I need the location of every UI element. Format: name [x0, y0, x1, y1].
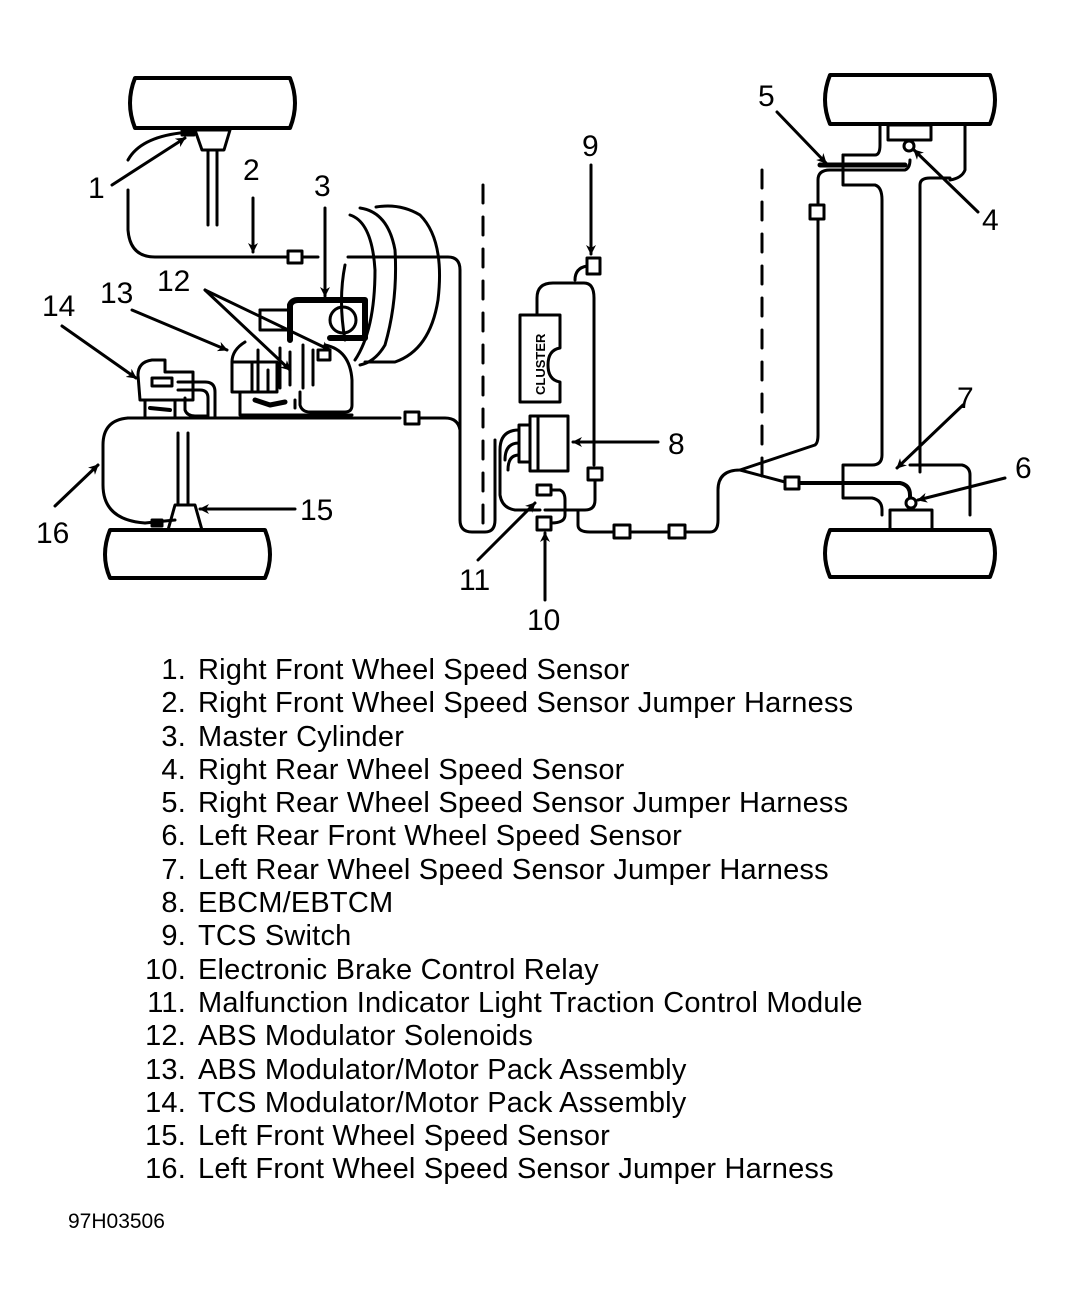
callout-7: 7: [957, 382, 974, 415]
arrow-13: [130, 308, 229, 352]
master-cylinder: [258, 297, 368, 343]
legend-number: 3.: [161, 720, 186, 753]
legend-label: ABS Modulator/Motor Pack Assembly: [198, 1053, 687, 1086]
legend-number: 13.: [145, 1053, 186, 1086]
arrow-6: [916, 476, 1007, 503]
arrow-12a: [203, 288, 292, 372]
left-rear-wheel: [823, 496, 997, 579]
legend-label: Master Cylinder: [198, 720, 405, 753]
legend-label: Left Rear Front Wheel Speed Sensor: [198, 820, 682, 853]
legend-item: 7. Left Rear Wheel Speed Sensor Jumper Ha…: [128, 854, 863, 887]
legend-label: Right Rear Wheel Speed Sensor Jumper Har…: [198, 787, 849, 820]
legend-item: 11. Malfunction Indicator Light Traction …: [128, 987, 863, 1020]
legend-label: Right Front Wheel Speed Sensor: [198, 654, 630, 686]
legend-label: TCS Modulator/Motor Pack Assembly: [198, 1086, 687, 1119]
legend-label: EBCM/EBTCM: [198, 887, 394, 920]
legend-item: 15. Left Front Wheel Speed Sensor: [128, 1120, 863, 1153]
legend-item: 12. ABS Modulator Solenoids: [128, 1020, 863, 1053]
callout-10: 10: [527, 604, 560, 637]
callout-11: 11: [459, 564, 490, 597]
legend-label: ABS Modulator Solenoids: [198, 1020, 534, 1053]
left-front-wheel: [103, 431, 272, 580]
tcs-switch: [573, 256, 602, 282]
instrument-cluster: [518, 313, 562, 404]
legend-item: 6. Left Rear Front Wheel Speed Sensor: [128, 820, 863, 853]
right-front-harness-wire: [126, 131, 497, 534]
arrow-12b: [203, 288, 332, 352]
rear-axle-frame: [817, 123, 972, 517]
callout-6: 6: [1015, 452, 1032, 485]
legend-label: Right Front Wheel Speed Sensor Jumper Ha…: [198, 687, 854, 720]
arrow-1: [110, 136, 187, 187]
legend-item: 16. Left Front Wheel Speed Sensor Jumper …: [128, 1153, 863, 1186]
legend-item: 4. Right Rear Wheel Speed Sensor: [128, 754, 863, 787]
callout-13: 13: [100, 277, 133, 310]
cluster-harness-wire: [535, 281, 604, 512]
callout-3: 3: [314, 170, 331, 203]
callout-5: 5: [758, 80, 775, 113]
legend-label: Electronic Brake Control Relay: [198, 953, 599, 986]
legend-label: Left Front Wheel Speed Sensor Jumper Har…: [198, 1153, 834, 1186]
legend-item: 9. TCS Switch: [128, 920, 863, 953]
legend-label: TCS Switch: [198, 920, 352, 953]
right-front-wheel: [128, 76, 297, 227]
legend-number: 14.: [145, 1086, 186, 1119]
legend-label: Left Rear Wheel Speed Sensor Jumper Harn…: [198, 853, 829, 886]
brake-booster: [340, 204, 442, 367]
legend-item: 10. Electronic Brake Control Relay: [128, 954, 863, 987]
tcs-modulator: [136, 358, 217, 420]
callout-15: 15: [300, 494, 333, 527]
right-rear-wheel: [823, 73, 997, 153]
arrow-11: [476, 501, 537, 562]
legend-number: 6.: [161, 820, 186, 853]
legend-number: 2.: [161, 687, 186, 720]
legend-item: 8. EBCM/EBTCM: [128, 887, 863, 920]
callout-16: 16: [36, 517, 69, 550]
legend-number: 12.: [145, 1020, 186, 1053]
arrow-7: [895, 403, 965, 470]
callout-8: 8: [668, 428, 685, 461]
legend-number: 7.: [161, 853, 186, 886]
figure-id: 97H03506: [68, 1210, 165, 1233]
legend-number: 8.: [161, 887, 186, 920]
legend-number: 15.: [145, 1120, 186, 1153]
legend-item: 3. Master Cylinder: [128, 721, 863, 754]
cluster-label: CLUSTER: [533, 333, 548, 395]
legend-number: 11.: [147, 986, 186, 1019]
legend-number: 16.: [145, 1153, 186, 1186]
legend-item: 2. Right Front Wheel Speed Sensor Jumper …: [128, 687, 863, 720]
legend-label: Malfunction Indicator Light Traction Con…: [198, 986, 863, 1019]
legend-number: 9.: [161, 920, 186, 953]
callout-4: 4: [982, 204, 999, 237]
ebcm-ebtcm: [498, 414, 570, 512]
legend-label: Left Front Wheel Speed Sensor: [198, 1120, 611, 1153]
callout-14: 14: [42, 290, 75, 323]
legend-number: 1.: [161, 654, 186, 686]
callout-9: 9: [582, 130, 599, 163]
legend-number: 10.: [145, 953, 186, 986]
legend-label: Right Rear Wheel Speed Sensor: [198, 753, 625, 786]
callout-arrows: [53, 110, 1007, 602]
legend-number: 4.: [161, 753, 186, 786]
abs-tcs-component-diagram: CLUSTER 1 2 3 4 5 6 7 8 9 10 11 12 13 14…: [36, 73, 1032, 637]
arrow-14: [60, 324, 138, 380]
left-front-harness-wire: [101, 410, 462, 525]
legend-number: 5.: [161, 787, 186, 820]
legend-item: 13. ABS Modulator/Motor Pack Assembly: [128, 1054, 863, 1087]
legend-item: 5. Right Rear Wheel Speed Sensor Jumper H…: [128, 787, 863, 820]
abs-modulator: [230, 340, 354, 417]
legend-item: 14. TCS Modulator/Motor Pack Assembly: [128, 1087, 863, 1120]
callout-2: 2: [243, 154, 260, 187]
legend-item: 1. Right Front Wheel Speed Sensor: [128, 654, 863, 687]
arrow-16: [53, 463, 100, 508]
arrow-5: [775, 110, 828, 165]
arrow-4: [912, 148, 980, 214]
component-legend: 1. Right Front Wheel Speed Sensor 2. Right…: [128, 654, 863, 1187]
callout-1: 1: [88, 172, 105, 205]
callout-12: 12: [157, 265, 190, 298]
left-rear-harness-wire: [738, 468, 912, 500]
